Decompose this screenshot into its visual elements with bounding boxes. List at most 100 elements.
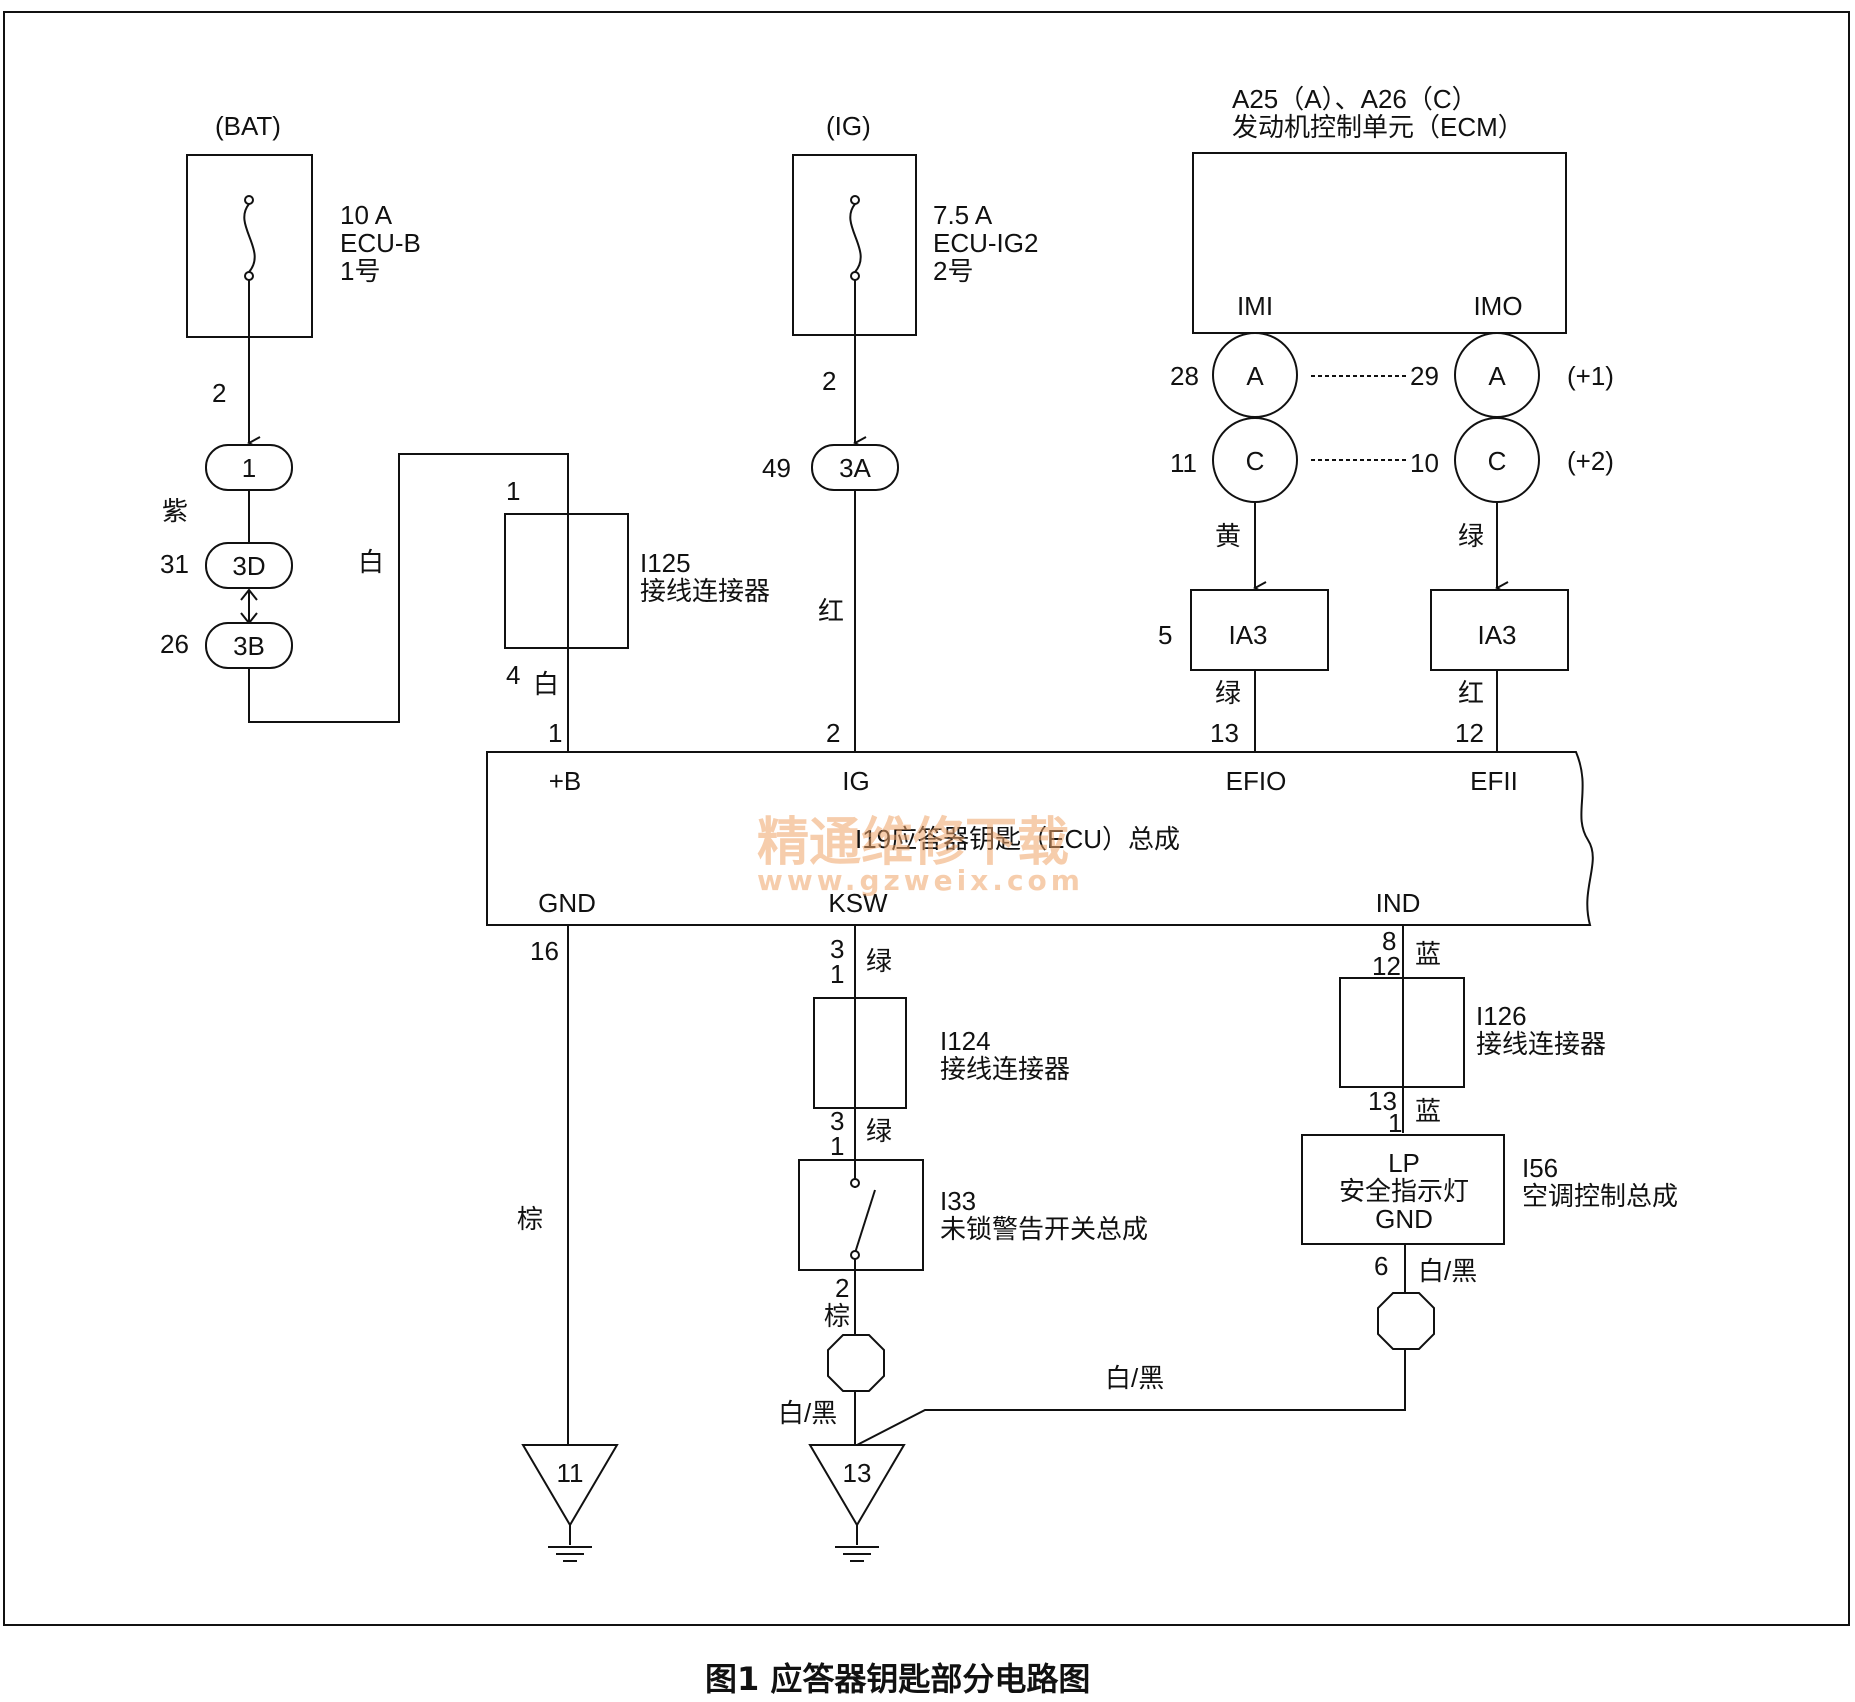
ecm-imi: IMI [1237,291,1273,321]
bat-fuse-rating: 10 A [340,200,393,230]
ecm-plus2: (+2) [1567,446,1614,476]
ksw-wire-top: 绿 [866,946,892,976]
ia3-pin-right-bottom: 12 [1455,718,1484,748]
ground-icon [835,1546,879,1562]
bat-connector-3b-label: 3B [233,631,265,661]
i56-id: I56 [1522,1153,1558,1183]
ia3-pin-left-bottom: 13 [1210,718,1239,748]
i33-pin: 2 [835,1273,849,1303]
bat-fuse-name: ECU-B [340,228,421,258]
ksw-wire-after-splice: 白/黑 [778,1398,837,1428]
ia3-left-label: IA3 [1228,620,1267,650]
figure-caption: 图1 应答器钥匙部分电路图 [705,1660,1090,1698]
ksw-branch: 3 1 绿 I124 接线连接器 3 1 绿 I33 未锁警告开关总成 2 棕 … [778,925,1148,1562]
ecu-title: I19应答器钥匙（ECU）总成 [855,824,1180,854]
ind-wire-out: 白/黑 [1418,1256,1477,1286]
i125-wire-bottom: 白 [533,669,559,699]
ecu-term-b: +B [549,766,582,796]
switch-icon [854,1189,876,1254]
i126-id: I126 [1476,1001,1527,1031]
i125-connector: 1 I125 接线连接器 4 白 [504,476,770,699]
gnd-wire: 棕 [517,1204,543,1234]
ecm-conn-a-left-label: A [1246,361,1264,391]
bat-wire-color-2: 白 [358,547,384,577]
ecm-title-line2: 发动机控制单元（ECM） [1232,112,1524,142]
ecm-conn-a-right-label: A [1488,361,1506,391]
watermark-url: www.gzweix.com [757,864,1084,897]
ind-wire-top: 蓝 [1415,939,1441,969]
i124-name: 接线连接器 [940,1054,1070,1084]
ksw-pin-mid-b: 1 [830,1131,844,1161]
ig-branch: (IG) 7.5 A ECU-IG2 2号 2 49 3A 红 [762,111,1038,752]
bat-fuse-no: 1号 [340,256,380,286]
ecu-term-ind: IND [1376,888,1421,918]
ground-point-11 [521,1444,619,1527]
ksw-pin-top-a: 3 [830,934,844,964]
i33-id: I33 [940,1186,976,1216]
ia3-pin-left: 5 [1158,620,1172,650]
i56-lamp-box [1301,1134,1505,1245]
ecm-pin-a-right: 29 [1410,361,1439,391]
i125-id: I125 [640,548,691,578]
bat-branch: (BAT) 10 A ECU-B 1号 2 1 紫 31 3D 26 3B 白 [160,111,569,752]
ground-icon [548,1546,592,1562]
i125-name: 接线连接器 [640,576,770,606]
ecu-term-efii: EFII [1470,766,1518,796]
ind-pin-mid-a: 13 [1368,1086,1397,1116]
ig-label: (IG) [826,111,871,141]
bat-pin-3b: 26 [160,629,189,659]
ecm-imo: IMO [1473,291,1522,321]
ksw-wire-mid: 绿 [866,1116,892,1146]
ig-wire-color: 红 [818,596,844,626]
ig-pin-3a: 49 [762,453,791,483]
ecm-block: A25（A）、A26（C） 发动机控制单元（ECM） IMI IMO A A 2… [1170,84,1614,588]
ecu-pin-b: 1 [548,718,562,748]
i126-name: 接线连接器 [1476,1029,1606,1059]
ecm-pin-c-left: 11 [1170,448,1197,478]
ia3-right-box [1430,589,1569,671]
gnd-branch: 16 棕 11 [517,925,619,1562]
ind-branch: 8 12 蓝 I126 接线连接器 13 1 蓝 LP 安全指示灯 GND I5… [856,925,1678,1446]
ecu-term-ig: IG [842,766,869,796]
i125-pin-bottom: 4 [506,660,520,690]
ig-pin-out: 2 [822,366,836,396]
ecu-term-efio: EFIO [1226,766,1287,796]
i126-connector [1339,977,1465,1088]
ind-wire-mid: 蓝 [1415,1096,1441,1126]
bat-fuse-icon [243,203,256,273]
ground-point-11-label: 11 [557,1458,584,1488]
watermark-text: 精通维修下载 [757,813,1069,873]
i56-name: 空调控制总成 [1522,1181,1678,1211]
ksw-wire-after-switch: 棕 [824,1301,850,1331]
i33-name: 未锁警告开关总成 [940,1214,1148,1244]
splice-point-right [1377,1292,1435,1350]
ind-pin-mid-b: 1 [1388,1108,1402,1138]
ia3-left-box [1190,589,1329,671]
ia3-wire-right: 红 [1458,678,1484,708]
ksw-pin-top-b: 1 [830,959,844,989]
i33-switch-box [798,1159,924,1271]
ecm-conn-c-right-label: C [1488,446,1507,476]
ecm-title-line1: A25（A）、A26（C） [1232,84,1478,114]
bat-pin-out: 2 [212,378,226,408]
ind-pin-top-a: 8 [1382,926,1396,956]
i125-pin-top: 1 [506,476,520,506]
ig-fuse-name: ECU-IG2 [933,228,1038,258]
ecu-term-ksw: KSW [828,888,888,918]
ground-point-13-label: 13 [843,1458,872,1488]
ig-connector-3a-label: 3A [839,453,871,483]
lamp-gnd: GND [1375,1204,1433,1234]
bat-wire-color: 紫 [162,496,188,526]
ecm-pin-a-left: 28 [1170,361,1199,391]
ia3-right-label: IA3 [1477,620,1516,650]
ecm-wire-left: 黄 [1215,521,1241,551]
transponder-ecu: 1 +B 2 IG EFIO EFII I19应答器钥匙（ECU）总成 GND … [486,718,1594,926]
ind-wire-return: 白/黑 [1105,1363,1164,1393]
ind-pin-out: 6 [1374,1251,1388,1281]
ig-fuse-rating: 7.5 A [933,200,993,230]
i124-id: I124 [940,1026,991,1056]
ia3-connectors: IA3 5 IA3 绿 13 红 12 [1158,589,1569,752]
bat-connector-3d-label: 3D [232,551,265,581]
ind-pin-top-b: 12 [1372,951,1401,981]
